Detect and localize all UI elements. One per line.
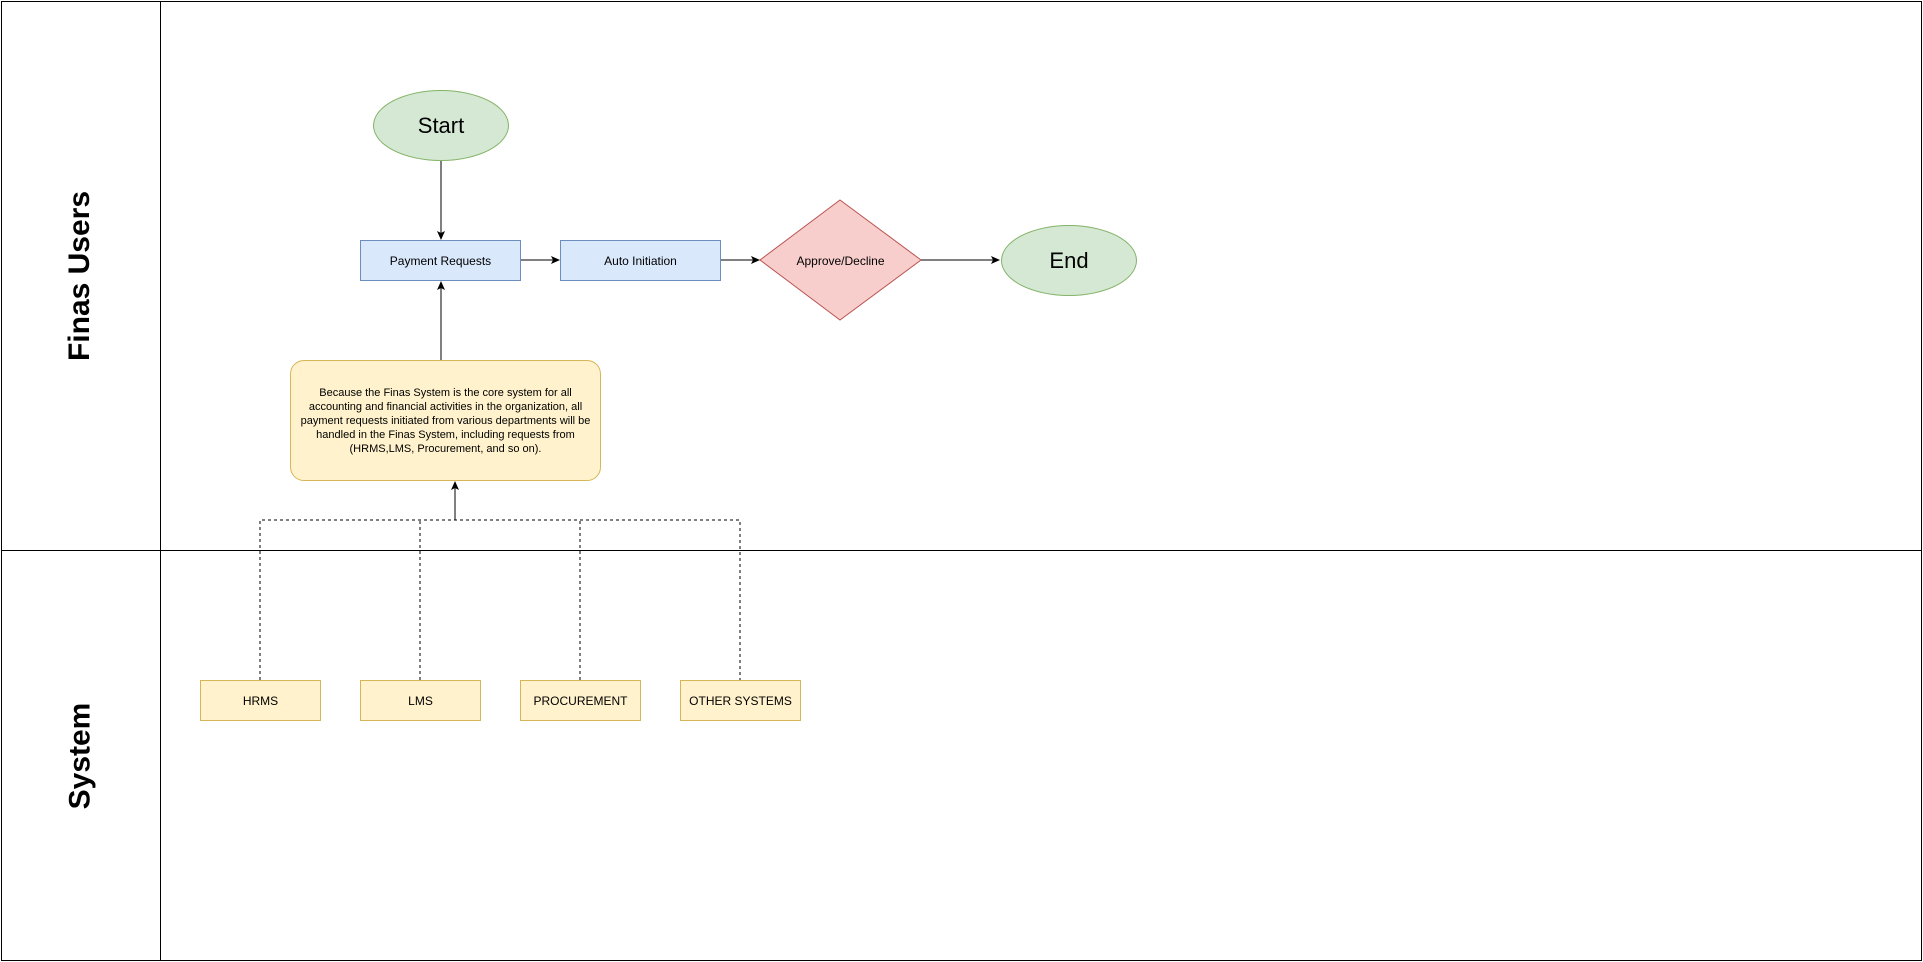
finas-system-note[interactable]: Because the Finas System is the core sys…: [290, 360, 601, 481]
system-box-lms[interactable]: LMS: [360, 680, 481, 721]
lane-system: [1, 550, 1922, 961]
start-node[interactable]: Start: [373, 90, 509, 161]
approve-decline-text: Approve/Decline: [796, 253, 885, 268]
lane-title-system: System: [0, 551, 160, 961]
payment-requests-node[interactable]: Payment Requests: [360, 240, 521, 281]
system-box-procurement-label: PROCUREMENT: [533, 693, 628, 708]
system-box-procurement[interactable]: PROCUREMENT: [520, 680, 641, 721]
system-box-hrms-label: HRMS: [242, 693, 279, 708]
lane-header-divider: [160, 1, 161, 961]
auto-initiation-label: Auto Initiation: [604, 253, 677, 268]
lane-title-finas-users: Finas Users: [0, 1, 160, 550]
system-box-other-systems-label: OTHER SYSTEMS: [689, 693, 792, 708]
lane-title-finas-users-text: Finas Users: [63, 190, 96, 361]
lane-title-system-text: System: [62, 702, 96, 810]
system-box-hrms[interactable]: HRMS: [200, 680, 321, 721]
auto-initiation-node[interactable]: Auto Initiation: [560, 240, 721, 281]
finas-system-note-text: Because the Finas System is the core sys…: [300, 386, 591, 455]
end-node-label: End: [1049, 247, 1089, 273]
approve-decline-label: Approve/Decline: [760, 240, 921, 281]
payment-requests-label: Payment Requests: [389, 253, 492, 268]
end-node[interactable]: End: [1001, 225, 1137, 296]
system-box-other-systems[interactable]: OTHER SYSTEMS: [680, 680, 801, 721]
system-box-lms-label: LMS: [408, 693, 433, 708]
start-node-label: Start: [417, 112, 465, 138]
